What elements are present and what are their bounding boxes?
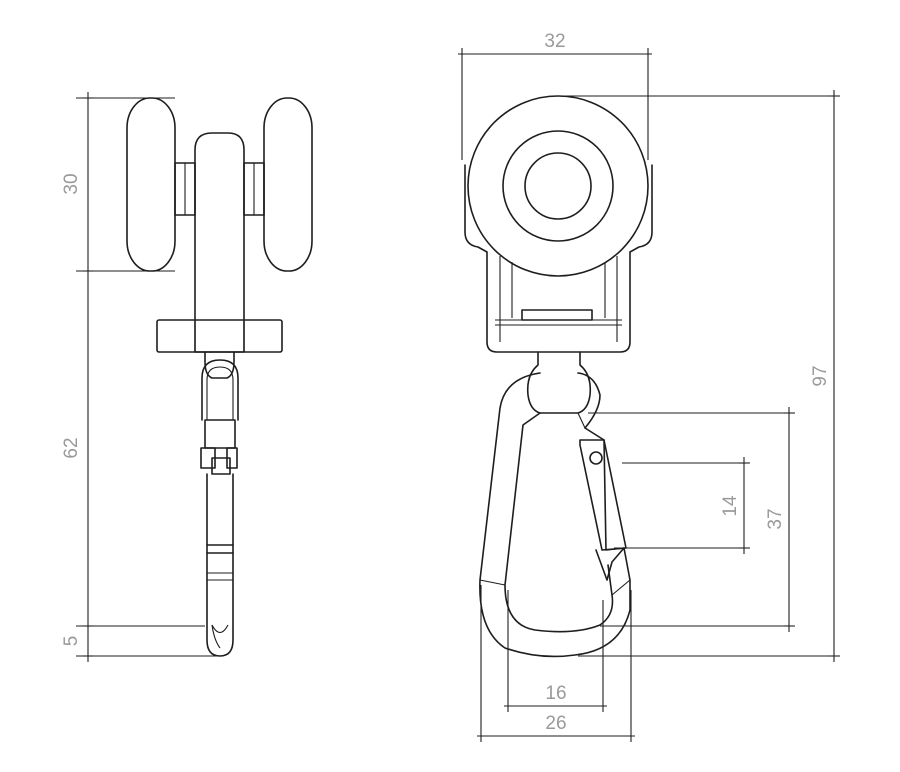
dim-gate-opening: 14: [720, 495, 741, 517]
hook-shank: [206, 473, 234, 546]
wheel-inner: [524, 152, 592, 220]
side-dimensions: 30 62 5: [61, 92, 220, 662]
gate-latch: [211, 457, 231, 475]
flange-plate: [156, 319, 283, 353]
wheel-outer: [467, 95, 649, 277]
bracket-plate: [521, 309, 593, 321]
front-view: 32 97 37 14 16: [458, 31, 840, 742]
gate-pivot: [589, 451, 603, 465]
housing: [464, 164, 653, 353]
carrier-body: [194, 132, 245, 353]
dim-hook-inner-width: 16: [545, 683, 566, 704]
hook-connector: [204, 419, 236, 449]
dim-body-length: 62: [61, 437, 82, 458]
left-wheel: [126, 97, 176, 272]
swivel-loop: [201, 359, 239, 421]
swivel-neck: [204, 351, 235, 379]
hook-band: [206, 544, 234, 554]
wheel-middle: [502, 130, 614, 242]
dim-hook-outer-width: 26: [545, 713, 566, 734]
front-dimensions: 32 97 37 14 16: [458, 31, 840, 742]
swivel-body: [526, 351, 592, 414]
dim-hook-tip: 5: [61, 636, 82, 647]
gate-tip: [595, 547, 625, 581]
dim-hook-length: 37: [765, 508, 786, 529]
side-view: 30 62 5: [61, 92, 313, 662]
dim-overall-width: 32: [544, 31, 565, 52]
dim-overall-height: 97: [810, 365, 831, 386]
dim-wheel-height: 30: [61, 173, 82, 194]
right-wheel: [263, 97, 313, 272]
hook-lower: [206, 552, 234, 657]
carabiner-outer: [479, 372, 631, 658]
carabiner-gate: [579, 439, 627, 551]
